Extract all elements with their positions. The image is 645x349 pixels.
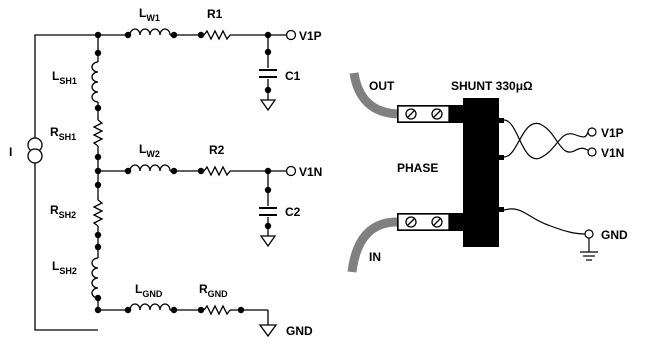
lsh1-inductor xyxy=(91,61,99,103)
rsh2-resistor xyxy=(92,199,104,227)
in-label: IN xyxy=(369,250,381,264)
v1p-terminal xyxy=(285,29,297,41)
v1n-right-label: V1N xyxy=(601,146,624,160)
gnd-label: GND xyxy=(286,324,313,338)
r1-resistor xyxy=(203,29,231,41)
lw1-label: LW1 xyxy=(139,6,160,23)
gnd-right-label: GND xyxy=(601,228,628,242)
r2-label: R2 xyxy=(209,143,225,157)
c1-label: C1 xyxy=(285,69,301,83)
v1p-out-terminal xyxy=(587,127,597,137)
junction-dots xyxy=(94,31,272,314)
c2-ground-icon xyxy=(259,235,277,248)
lsh2-label: LSH2 xyxy=(52,259,77,276)
c2-label: C2 xyxy=(285,205,301,219)
current-source-icon xyxy=(27,137,43,164)
rsh1-resistor xyxy=(92,119,104,147)
lsh1-label: LSH1 xyxy=(52,69,77,86)
source-label: I xyxy=(9,145,12,159)
v1n-out-terminal xyxy=(587,147,597,157)
lgnd-label: LGND xyxy=(135,282,163,299)
out-cable xyxy=(349,72,398,119)
shunt-body xyxy=(463,98,499,247)
twisted-pair-wire-a xyxy=(503,119,589,160)
source-loop-wire xyxy=(34,34,98,331)
rsh1-label: RSH1 xyxy=(50,125,76,142)
out-label: OUT xyxy=(369,79,395,93)
right-shunt-diagram xyxy=(347,72,598,273)
lgnd-inductor xyxy=(129,303,171,311)
r2-resistor xyxy=(203,165,231,177)
twisted-pair-wire-b xyxy=(503,122,589,158)
r1-label: R1 xyxy=(207,7,223,21)
lw2-inductor xyxy=(129,164,171,172)
in-cable xyxy=(347,217,398,273)
rgnd-label: RGND xyxy=(199,282,228,299)
v1p-label: V1P xyxy=(299,29,322,43)
c1-ground-icon xyxy=(259,99,277,112)
v1p-right-label: V1P xyxy=(601,126,624,140)
lw2-label: LW2 xyxy=(139,142,160,159)
v1n-terminal xyxy=(285,165,297,177)
phase-label: PHASE xyxy=(397,161,438,175)
lsh2-inductor xyxy=(91,257,99,299)
shunt-label: SHUNT 330μΩ xyxy=(451,79,533,93)
lw1-inductor xyxy=(129,28,171,36)
gnd-wire xyxy=(503,208,586,235)
v1n-label: V1N xyxy=(299,165,322,179)
rgnd-resistor xyxy=(203,304,231,316)
gnd-ground-icon xyxy=(258,324,278,338)
rsh2-label: RSH2 xyxy=(50,203,76,220)
gnd-out-terminal xyxy=(584,229,594,239)
earth-ground-icon xyxy=(580,251,598,261)
